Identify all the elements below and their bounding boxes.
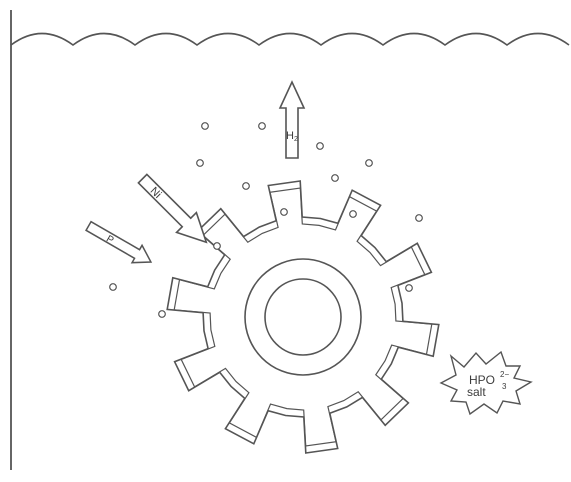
phosphorus-arrow: P [84,217,156,270]
gear-outline [167,181,439,453]
nickel-arrow-shape [133,169,216,252]
nickel-arrow: Ni [133,169,216,252]
bubble [317,143,324,150]
liquid-surface [11,34,569,46]
phosphorus-arrow-shape [84,217,156,270]
bubble [366,160,373,167]
bubble [159,311,166,318]
bubble [110,284,117,291]
bubble [406,285,413,292]
salt-formula-subscript: 3 [502,382,507,391]
bubble [350,211,357,218]
bubbles [110,123,423,318]
hydrogen-arrow-shape [280,82,304,158]
salt-burst: HPO 2− 3 salt [441,352,531,414]
hydrogen-arrow: H2 [280,82,304,158]
gear-outline-inner [174,188,432,446]
salt-formula-charge: 2− [500,370,509,379]
salt-word: salt [467,385,486,399]
gear-hub-inner [265,279,341,355]
bubble [197,160,204,167]
bubble [416,215,423,222]
bubble [202,123,209,130]
bubble [214,243,221,250]
bubble [243,183,250,190]
gear-hub-outer [245,259,361,375]
bubble [281,209,288,216]
bubble [332,175,339,182]
bubble [259,123,266,130]
gear-workpiece [167,181,439,453]
